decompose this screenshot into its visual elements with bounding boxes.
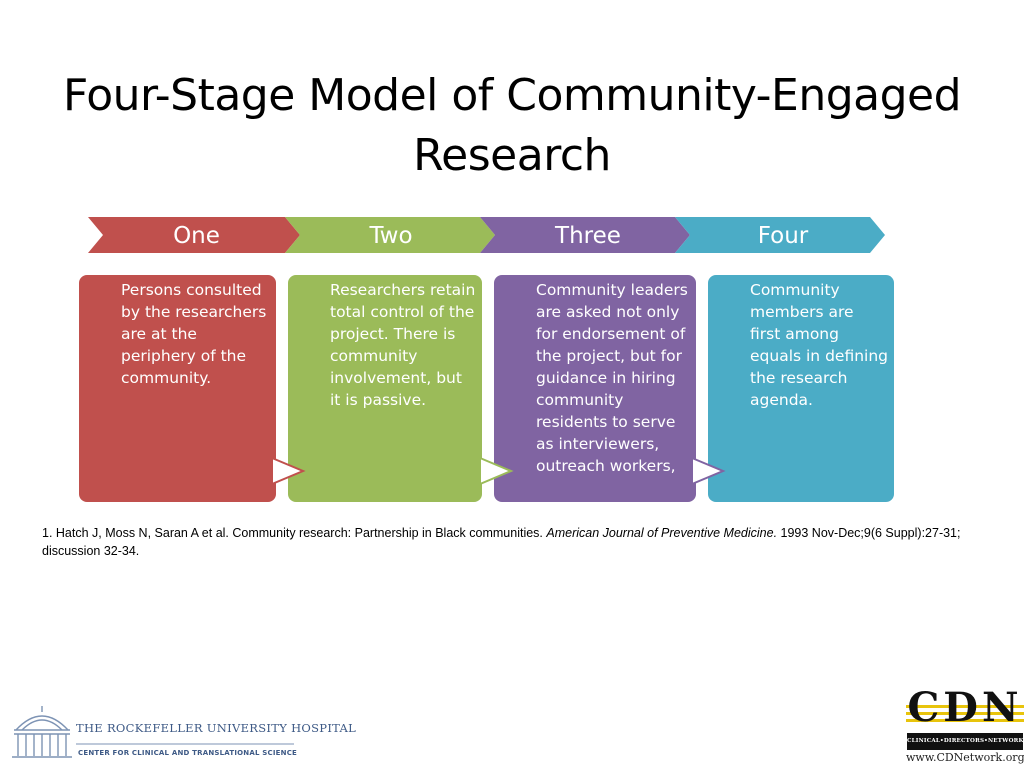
slide-title: Four-Stage Model of Community-Engaged Re…	[62, 70, 962, 181]
stage-one-label: One	[173, 223, 220, 249]
stage-four-label: Four	[757, 223, 809, 249]
stage-three-description: Community leaders are asked not only for…	[536, 281, 688, 475]
arrow-right-icon	[271, 456, 306, 486]
arrow-right-icon	[691, 456, 726, 486]
arrow-right-icon	[479, 456, 514, 486]
stage-one-chevron	[88, 217, 300, 253]
stage-two-label: Two	[369, 223, 413, 249]
cdn-url: www.CDNetwork.org	[906, 751, 1024, 764]
cdn-logo-stripes	[906, 705, 1024, 722]
cdn-tagline: CLINICAL•DIRECTORS•NETWORK	[907, 733, 1023, 750]
citation: 1. Hatch J, Moss N, Saran A et al. Commu…	[42, 524, 992, 560]
citation-journal: American Journal of Preventive Medicine.	[546, 526, 778, 540]
stage-one-description: Persons consulted by the researchers are…	[121, 281, 267, 387]
stage-four-chevron	[675, 217, 885, 253]
stage-four-description: Community members are first among equals…	[750, 281, 888, 409]
stage-three-chevron	[480, 217, 690, 253]
stage-one-box: Persons consulted by the researchers are…	[79, 275, 276, 502]
stage-three-label: Three	[555, 223, 621, 249]
rockefeller-subtitle: CENTER FOR CLINICAL AND TRANSLATIONAL SC…	[78, 749, 298, 757]
rockefeller-logo	[12, 706, 294, 758]
citation-text: 1. Hatch J, Moss N, Saran A et al. Commu…	[42, 526, 547, 540]
stage-three-box: Community leaders are asked not only for…	[494, 275, 696, 502]
stage-two-box: Researchers retain total control of the …	[288, 275, 482, 502]
stage-two-chevron	[285, 217, 495, 253]
rockefeller-name: THE ROCKEFELLER UNIVERSITY HOSPITAL	[76, 721, 357, 735]
citation-details: 1993 Nov-Dec;9(6 Suppl):27-31; discussio…	[42, 526, 961, 558]
cdn-logo: CDN	[907, 684, 1023, 731]
stage-four-box: Community members are first among equals…	[708, 275, 894, 502]
stage-two-description: Researchers retain total control of the …	[330, 281, 476, 409]
